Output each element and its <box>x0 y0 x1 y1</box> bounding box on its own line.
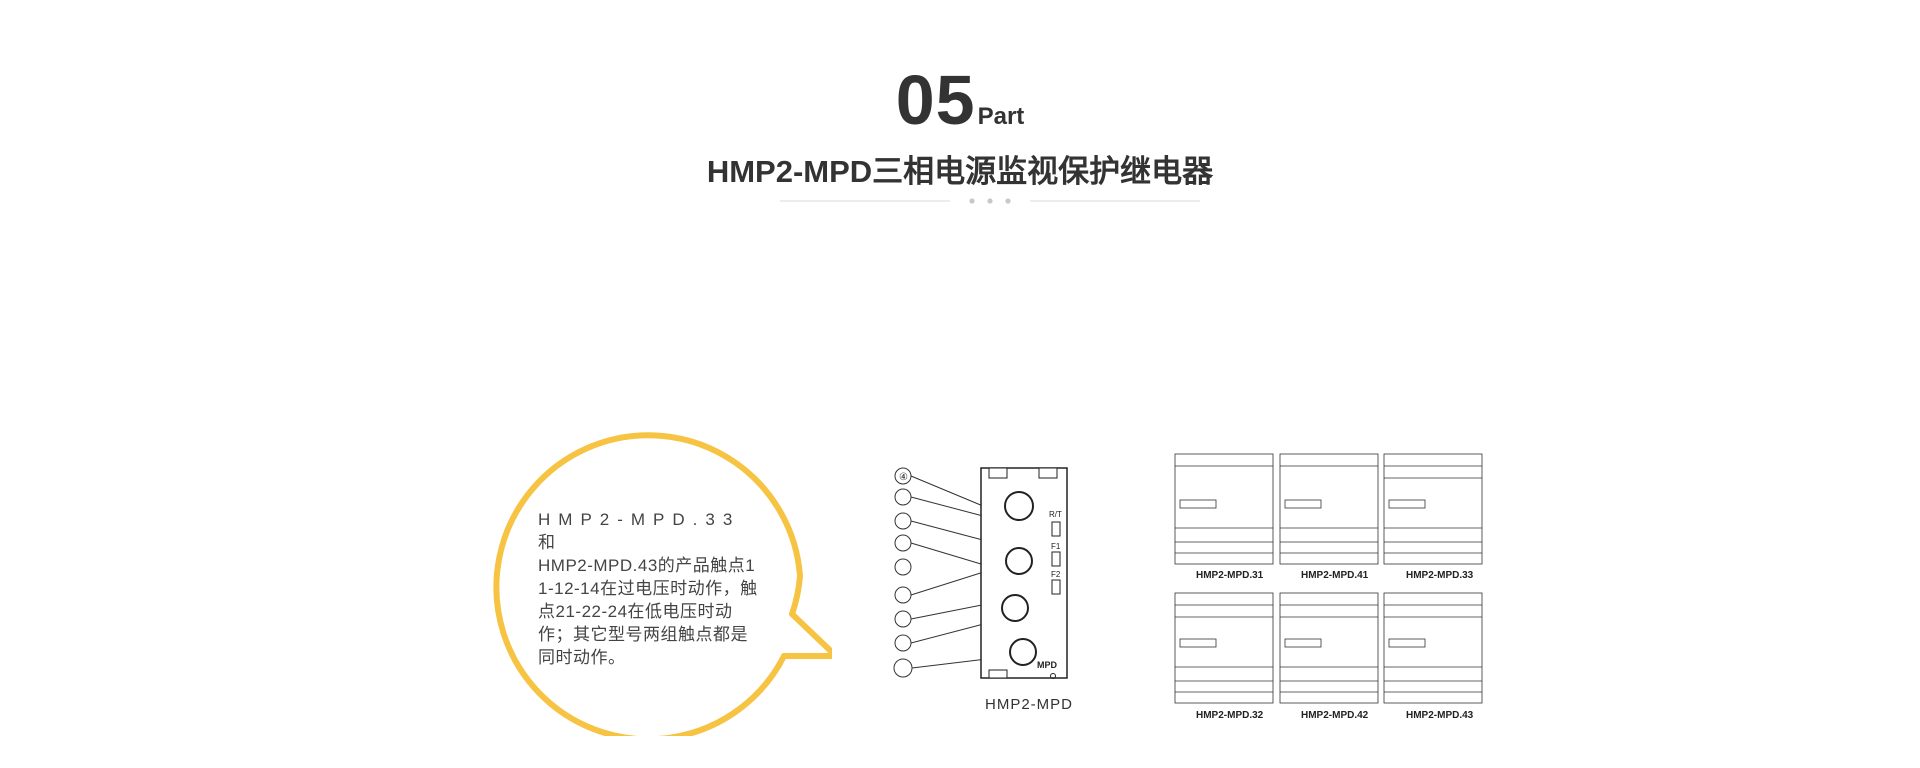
wiring-block-33 <box>1383 453 1483 565</box>
callout-3 <box>894 488 984 517</box>
wiring-label-42: HMP2-MPD.42 <box>1301 710 1369 721</box>
delay-dial <box>1009 638 1037 666</box>
wiring-label-33: HMP2-MPD.33 <box>1406 570 1474 581</box>
divider-dot <box>969 198 975 204</box>
device-diagram: ④ R/T F1 F2 MPD <box>893 467 1068 679</box>
wiring-block-43 <box>1383 592 1483 704</box>
brand-label: MPD <box>1037 660 1058 670</box>
divider-dot <box>987 198 993 204</box>
callout-10 <box>893 657 996 678</box>
bubble-line-1: HMP2-MPD.33和 <box>538 510 741 552</box>
callout-5 <box>894 558 912 576</box>
wiring-block-32 <box>1174 592 1274 704</box>
wiring-label-32: HMP2-MPD.32 <box>1196 710 1264 721</box>
label-f2: F2 <box>1051 570 1061 579</box>
part-number: 05 <box>895 61 976 139</box>
wiring-label-43: HMP2-MPD.43 <box>1406 710 1474 721</box>
led-f2 <box>1051 579 1061 595</box>
wiring-block-42 <box>1279 592 1379 704</box>
part-word: Part <box>977 103 1025 130</box>
overvoltage-dial <box>1005 547 1033 575</box>
title-divider <box>780 198 1200 204</box>
speech-bubble <box>493 432 832 736</box>
led-rt <box>1051 521 1061 537</box>
section-number: 05Part <box>0 60 1920 139</box>
device-caption: HMP2-MPD <box>985 696 1074 713</box>
led-f1 <box>1051 551 1061 567</box>
label-f1: F1 <box>1051 542 1061 551</box>
bubble-description: HMP2-MPD.33和 HMP2-MPD.43的产品触点11-12-14在过电… <box>538 508 760 669</box>
callout-4 <box>894 467 984 507</box>
callout-7 <box>894 569 991 604</box>
wiring-block-31 <box>1174 453 1274 565</box>
callout-text: ④ <box>899 472 908 483</box>
section-title: HMP2-MPD三相电源监视保护继电器 <box>706 154 1214 189</box>
bubble-body: HMP2-MPD.43的产品触点11-12-14在过电压时动作，触点21-22-… <box>538 556 758 667</box>
wiring-label-31: HMP2-MPD.31 <box>1196 570 1264 581</box>
wiring-block-41 <box>1279 453 1379 565</box>
range-dial <box>1004 491 1034 521</box>
label-rt: R/T <box>1049 510 1062 519</box>
wiring-diagrams <box>1174 453 1483 704</box>
wiring-label-41: HMP2-MPD.41 <box>1301 570 1369 581</box>
undervoltage-dial <box>1001 594 1029 622</box>
divider-dot <box>1005 198 1011 204</box>
